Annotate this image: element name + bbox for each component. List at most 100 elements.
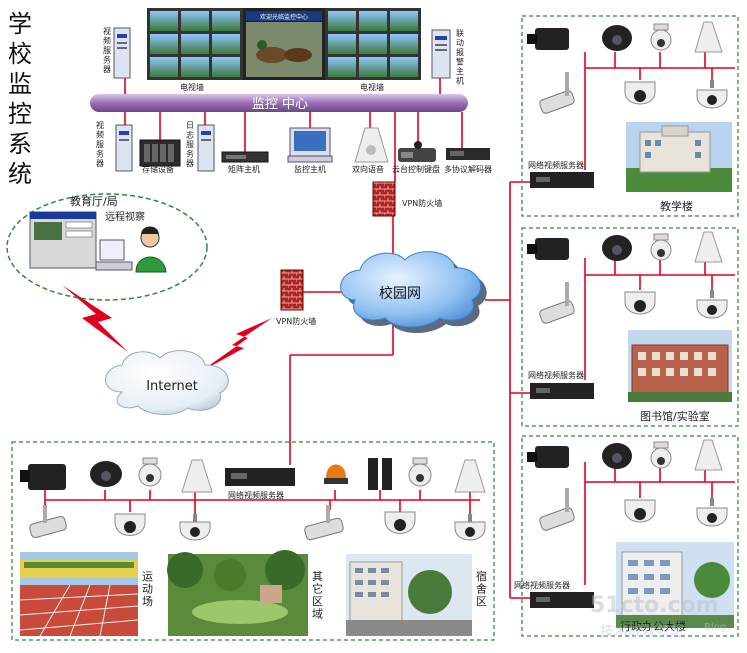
video-server-icon	[225, 468, 295, 486]
monitoring-bus	[90, 94, 468, 112]
alarm-host-label: 联动报警主机	[456, 29, 464, 86]
zone-box-admin	[521, 435, 739, 637]
beam-detector-icon	[368, 458, 392, 490]
remote-window-icon	[29, 211, 97, 269]
hanging-dome-camera-icon	[454, 514, 486, 541]
dome-camera-icon	[90, 461, 122, 487]
dorm-label: 宿舍区	[476, 569, 487, 608]
zone-bottom: 网络视频服务器 运动场	[19, 457, 487, 637]
bullet-camera-icon	[29, 505, 67, 539]
keyboard-icon	[398, 141, 436, 162]
operator-person-icon	[95, 226, 167, 273]
hanging-dome-camera-icon	[179, 514, 211, 541]
zone-admin: 网络视频服务器 行政办公大楼	[514, 439, 734, 633]
internet-label: Internet	[146, 379, 198, 394]
video-wall-banner: 欢迎光临监控中心	[260, 13, 308, 21]
box-camera-icon	[527, 238, 569, 260]
zone-library: 网络视频服务器 图书馆/实验室	[527, 231, 732, 423]
video-wall-right	[325, 8, 421, 80]
ptz-camera-icon	[650, 233, 672, 261]
zone-box-library	[521, 227, 739, 427]
zone-box-bottom	[11, 441, 495, 641]
library-zone-name: 图书馆/实验室	[640, 409, 710, 423]
bullet-camera-icon	[539, 72, 575, 114]
alarm-light-icon	[324, 464, 348, 484]
hanging-dome-camera-icon	[696, 498, 728, 527]
sports-field-photo	[19, 552, 139, 637]
two-way-voice-label: 双向语音	[352, 164, 384, 174]
video-server-icon	[530, 592, 594, 608]
storage-device-icon	[139, 139, 181, 167]
monitor-host-label: 监控主机	[294, 164, 326, 174]
monitor-host-icon	[287, 127, 333, 163]
dome-camera-icon	[602, 235, 632, 261]
connection-lines	[44, 52, 735, 599]
video-wall-left	[147, 8, 243, 80]
storage-label: 存储设备	[142, 164, 174, 174]
other-label: 其它区域	[312, 570, 323, 621]
zone-box-teaching	[521, 15, 739, 217]
vpn-left-label: VPN防火墙	[276, 316, 316, 326]
box-camera-icon	[527, 446, 569, 468]
wan-link-bolt-left	[62, 285, 128, 352]
speaker-icon	[694, 21, 723, 53]
ptz-camera-icon	[650, 23, 672, 51]
server-tower-icon	[113, 27, 131, 79]
watermark-slogan: 技术成就梦想	[600, 624, 684, 640]
dome-camera-icon	[602, 25, 632, 51]
ptz-camera-icon	[650, 441, 672, 469]
dome-camera-icon	[602, 443, 632, 469]
alarm-host-icon	[431, 29, 451, 79]
teaching-zone-name: 教学楼	[660, 199, 693, 213]
hanging-dome-camera-icon	[696, 80, 728, 109]
campus-network-cloud	[340, 251, 487, 333]
admin-zone-name: 行政办公大楼	[620, 619, 686, 633]
ptz-camera-icon	[138, 457, 162, 487]
sports-label: 运动场	[142, 570, 153, 608]
log-server-icon	[197, 124, 215, 172]
speaker-icon	[354, 127, 389, 163]
video-wall-right-label: 电视墙	[360, 82, 384, 92]
title-char-1: 学	[8, 10, 32, 38]
ptz-keyboard-label: 云台控制键盘	[392, 164, 440, 174]
monitoring-center: 欢迎光临监控中心 电视墙 电视墙 视频服务器	[90, 8, 492, 174]
speaker-icon	[694, 439, 723, 471]
wan-link-bolt-right	[200, 318, 272, 372]
bullet-camera-icon	[539, 488, 575, 531]
watermark-blog: Blog	[704, 622, 726, 633]
speaker-icon	[694, 231, 723, 263]
log-server-label: 日志服务器	[186, 121, 194, 168]
teaching-server-label: 网络视频服务器	[528, 160, 584, 170]
system-title: 学 校 监 控 系 统	[8, 10, 32, 188]
speaker-icon	[454, 459, 486, 493]
matrix-host-label: 矩阵主机	[228, 164, 260, 174]
campus-net-label: 校园网	[379, 285, 421, 302]
dormitory-photo	[346, 554, 472, 636]
duck-image	[256, 47, 288, 63]
bullet-camera-icon	[539, 282, 575, 324]
video-wall-banner-screen: 欢迎光临监控中心	[243, 8, 325, 80]
library-server-label: 网络视频服务器	[528, 370, 584, 380]
dome-camera-icon-white	[384, 511, 416, 534]
vpn-top-label: VPN防火墙	[402, 198, 442, 208]
dome-camera-icon-white	[114, 513, 146, 536]
education-bureau-subtitle: 远程视察	[105, 210, 145, 223]
education-bureau: 教育厅/局 远程视察	[6, 193, 208, 301]
video-server-icon	[530, 172, 594, 188]
title-char-2: 校	[8, 40, 32, 68]
watermark: 51cto.com 技术成就梦想 Blog	[590, 593, 726, 640]
education-bureau-title: 教育厅/局	[70, 194, 118, 208]
garden-photo	[167, 550, 308, 636]
admin-building-photo	[616, 542, 734, 628]
matrix-host-icon	[221, 151, 269, 163]
firewall-icon-top	[372, 181, 396, 217]
ptz-camera-icon	[408, 457, 432, 487]
speaker-icon	[181, 459, 213, 493]
box-camera-icon	[527, 28, 569, 50]
dome-camera-icon-white	[624, 291, 656, 315]
dome-camera-icon-white	[624, 499, 656, 523]
title-char-5: 系	[8, 130, 32, 158]
admin-server-label: 网络视频服务器	[514, 580, 570, 590]
hanging-dome-camera-icon	[696, 290, 728, 319]
bottom-server-label: 网络视频服务器	[228, 490, 284, 500]
